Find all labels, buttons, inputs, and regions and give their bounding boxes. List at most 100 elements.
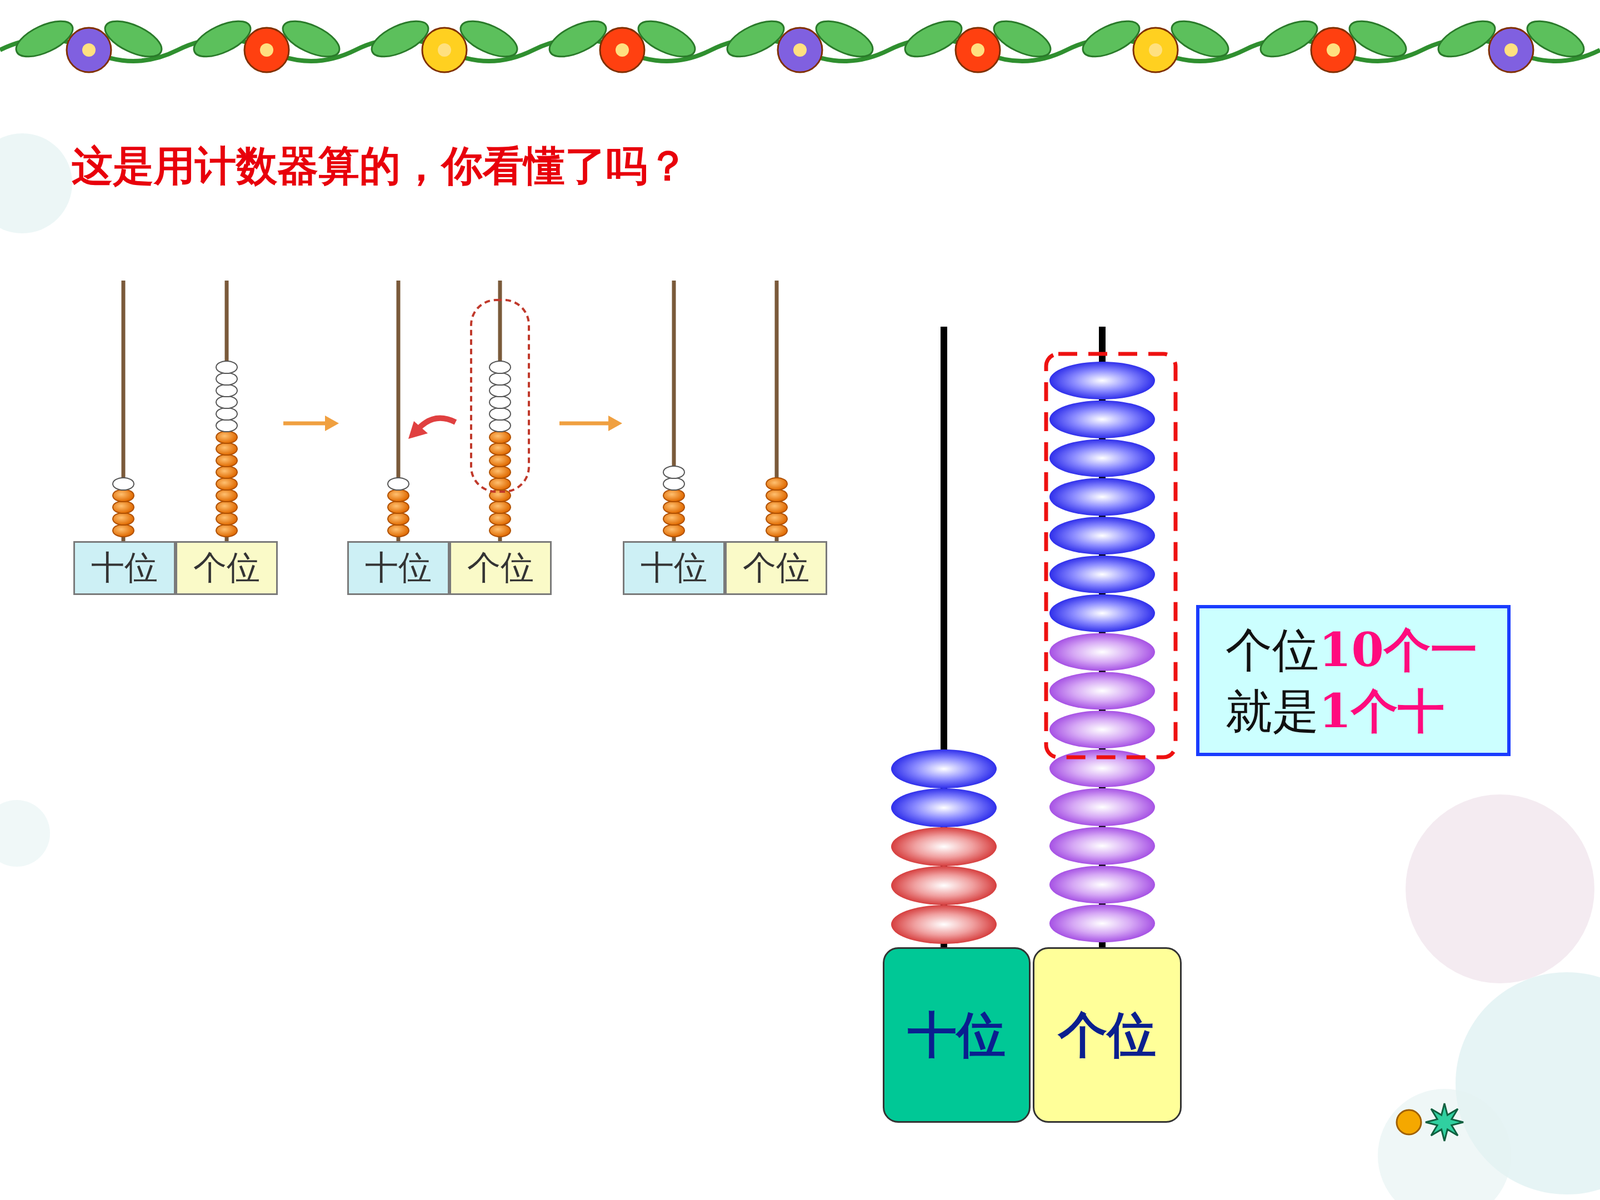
label-text: 十位 <box>91 545 158 591</box>
bead <box>489 419 511 432</box>
bead <box>112 477 134 490</box>
bead <box>766 489 788 502</box>
bead <box>216 524 238 537</box>
leaf <box>811 13 878 64</box>
label-text: 个位 <box>193 545 260 591</box>
bead <box>489 477 511 490</box>
bead <box>112 501 134 514</box>
bead <box>216 407 238 420</box>
flower <box>1488 27 1534 73</box>
bead <box>216 512 238 525</box>
bead <box>216 454 238 467</box>
bead <box>1049 400 1155 439</box>
flower <box>793 43 807 57</box>
bead <box>489 372 511 385</box>
bead <box>216 384 238 397</box>
bead <box>489 454 511 467</box>
place-label: 个位 <box>175 541 278 595</box>
bead <box>891 788 997 828</box>
label-text: 十位 <box>640 545 708 591</box>
bead <box>1049 710 1155 749</box>
place-label: 十位 <box>622 541 725 595</box>
bead <box>1049 439 1155 478</box>
place-label: 个位 <box>725 541 828 595</box>
label-text: 个位 <box>1058 1002 1157 1069</box>
place-label: 个位 <box>1032 947 1182 1123</box>
flower <box>1504 43 1518 57</box>
bead <box>663 489 685 502</box>
bead <box>766 477 788 490</box>
flower <box>422 27 467 73</box>
bead <box>1049 865 1155 904</box>
bead <box>1049 361 1155 400</box>
bead <box>387 501 409 514</box>
flower <box>777 27 823 73</box>
bead <box>112 512 134 525</box>
bead <box>387 477 409 490</box>
bead <box>387 512 409 525</box>
place-label: 个位 <box>449 541 552 595</box>
bead <box>216 477 238 490</box>
bead <box>1049 555 1155 594</box>
flower <box>66 27 112 73</box>
flower <box>600 27 645 73</box>
leaf <box>633 13 700 64</box>
bead <box>489 396 511 409</box>
bead <box>891 866 997 905</box>
bead <box>766 512 788 525</box>
bead <box>1049 671 1155 710</box>
place-label: 十位 <box>882 947 1031 1123</box>
star-icon <box>1425 1103 1464 1142</box>
bead <box>489 466 511 479</box>
label-text: 十位 <box>365 545 432 591</box>
bead <box>1049 788 1155 827</box>
bead <box>387 489 409 502</box>
leaf <box>988 13 1056 64</box>
callout-box: 个位10个一 就是1个十 <box>1196 605 1511 757</box>
leaf <box>100 13 167 64</box>
flower <box>437 43 452 57</box>
bead <box>891 905 997 944</box>
bead <box>216 396 238 409</box>
leaf <box>1166 13 1234 64</box>
bead <box>216 501 238 514</box>
bead <box>489 407 511 420</box>
bead <box>216 489 238 502</box>
label-text: 个位 <box>742 545 810 591</box>
label-text: 个位 <box>467 545 534 591</box>
title: 这是用计数器算的，你看懂了吗？ <box>71 138 689 195</box>
leaf <box>1522 13 1589 64</box>
bead <box>663 477 685 490</box>
bead <box>663 512 685 525</box>
bead <box>489 431 511 444</box>
bead <box>1049 749 1155 788</box>
bead <box>216 442 238 455</box>
bead <box>489 361 511 374</box>
bead <box>663 524 685 537</box>
bead <box>489 384 511 397</box>
leaf <box>277 13 345 64</box>
bead <box>489 512 511 525</box>
flower <box>1326 43 1340 57</box>
flower <box>1311 27 1356 73</box>
bead <box>891 749 997 789</box>
bead <box>216 419 238 432</box>
bead <box>216 431 238 444</box>
bead <box>891 827 997 867</box>
bead <box>663 501 685 514</box>
bead <box>216 372 238 385</box>
leaf <box>455 13 523 64</box>
flower <box>82 43 96 57</box>
bead <box>1049 633 1155 672</box>
bead <box>1049 594 1155 633</box>
place-label: 十位 <box>347 541 450 595</box>
flower <box>1133 27 1178 73</box>
bead <box>489 442 511 455</box>
flower <box>971 43 985 57</box>
bead <box>1049 516 1155 555</box>
flower <box>244 27 289 73</box>
flower <box>955 27 1000 73</box>
bead <box>1049 904 1155 943</box>
bead <box>766 501 788 514</box>
flower <box>615 43 629 57</box>
